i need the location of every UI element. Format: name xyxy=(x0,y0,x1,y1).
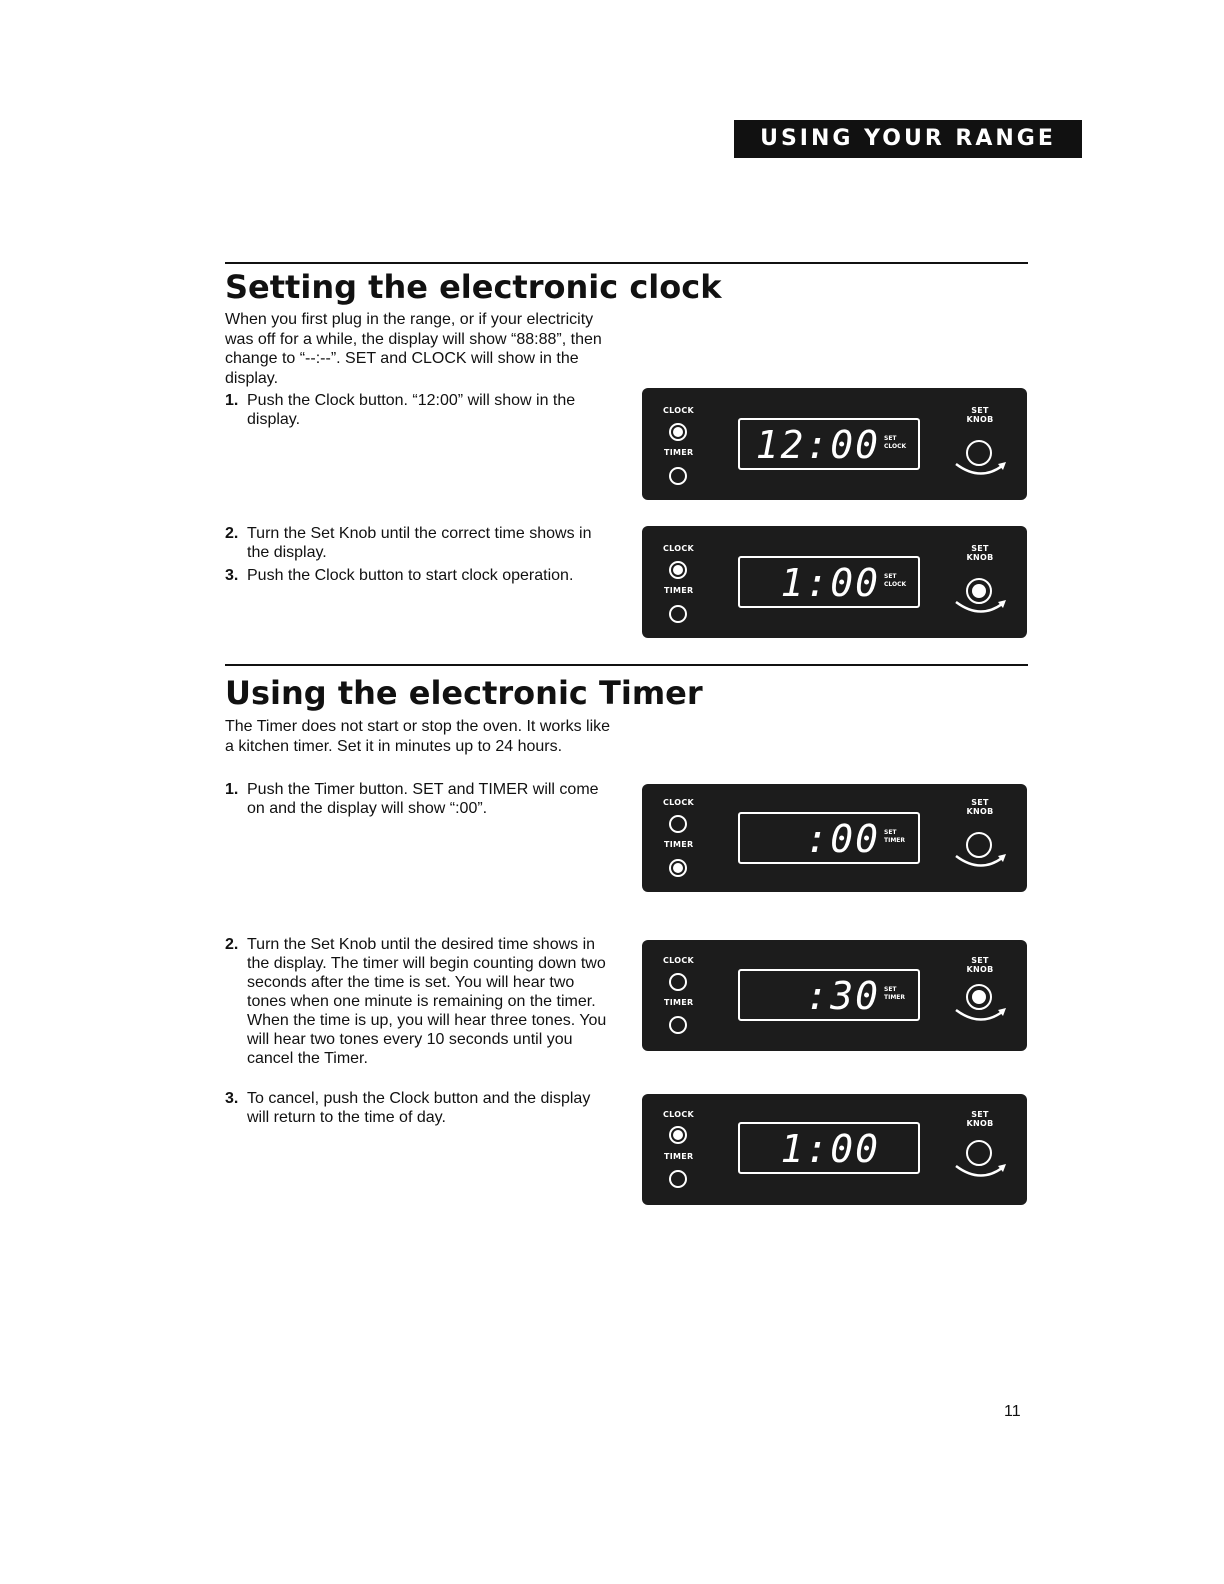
clock-section-title: Setting the electronic clock xyxy=(225,268,722,306)
display-indicator-mode: CLOCK xyxy=(884,581,907,588)
clock-label: CLOCK xyxy=(663,406,695,415)
timer-step-1: 1. Push the Timer button. SET and TIMER … xyxy=(225,780,615,818)
timer-label: TIMER xyxy=(664,1152,694,1161)
clock-button-icon xyxy=(669,1126,687,1144)
timer-label: TIMER xyxy=(664,448,694,457)
clock-button-icon xyxy=(669,561,687,579)
clock-button-icon xyxy=(669,423,687,441)
led-display: 1:00 xyxy=(738,1122,920,1174)
knob-label: KNOB xyxy=(966,553,994,562)
knob-label: KNOB xyxy=(966,965,994,974)
control-panel-illustration: CLOCK TIMER 1:00 SET KNOB xyxy=(642,1094,1027,1205)
led-display: :00 SET TIMER xyxy=(738,812,920,864)
step-text: Turn the Set Knob until the correct time… xyxy=(247,525,592,561)
led-display: 1:00 SET CLOCK xyxy=(738,556,920,608)
led-display: 12:00 SET CLOCK xyxy=(738,418,920,470)
clock-button-icon xyxy=(669,973,687,991)
timer-intro-text: The Timer does not start or stop the ove… xyxy=(225,718,611,755)
control-panel-illustration: CLOCK TIMER :00 SET TIMER SET KNOB xyxy=(642,784,1027,892)
timer-step-2: 2. Turn the Set Knob until the desired t… xyxy=(225,935,615,1068)
step-text: Push the Timer button. SET and TIMER wil… xyxy=(247,781,599,817)
set-label: SET xyxy=(971,798,989,807)
control-panel-illustration: CLOCK TIMER 12:00 SET CLOCK SET KNOB xyxy=(642,388,1027,500)
display-digits: 1:00 xyxy=(780,561,880,605)
clock-label: CLOCK xyxy=(663,544,695,553)
display-digits: :30 xyxy=(805,974,880,1018)
timer-section-title: Using the electronic Timer xyxy=(225,674,703,712)
rotate-arrow-icon xyxy=(955,1008,1006,1021)
clock-label: CLOCK xyxy=(663,956,695,965)
set-knob-icon xyxy=(966,832,992,858)
set-knob-icon xyxy=(966,984,992,1010)
step-text: Push the Clock button to start clock ope… xyxy=(247,567,574,584)
page-number: 11 xyxy=(1004,1403,1021,1420)
clock-intro-text: When you first plug in the range, or if … xyxy=(225,311,602,387)
rotate-arrow-icon xyxy=(955,600,1006,613)
step-text: Push the Clock button. “12:00” will show… xyxy=(247,392,576,428)
clock-label: CLOCK xyxy=(663,798,695,807)
timer-label: TIMER xyxy=(664,840,694,849)
display-indicator-set: SET xyxy=(884,986,897,993)
section-header-tab: USING YOUR RANGE xyxy=(734,120,1082,158)
display-indicator-mode: TIMER xyxy=(884,994,906,1001)
set-label: SET xyxy=(971,544,989,553)
step-number: 2. xyxy=(225,936,239,953)
timer-button-icon xyxy=(669,467,687,485)
timer-step-3: 3. To cancel, push the Clock button and … xyxy=(225,1089,615,1127)
timer-button-icon xyxy=(669,605,687,623)
set-knob-icon xyxy=(966,578,992,604)
set-label: SET xyxy=(971,956,989,965)
clock-step-3: 3. Push the Clock button to start clock … xyxy=(225,566,615,585)
display-indicator-set: SET xyxy=(884,573,897,580)
timer-label: TIMER xyxy=(664,586,694,595)
step-text: To cancel, push the Clock button and the… xyxy=(247,1090,591,1126)
control-panel-illustration: CLOCK TIMER 1:00 SET CLOCK SET KNOB xyxy=(642,526,1027,638)
step-text: Turn the Set Knob until the desired time… xyxy=(247,936,607,1067)
knob-label: KNOB xyxy=(966,1119,994,1128)
set-knob-icon xyxy=(966,1140,992,1166)
knob-label: KNOB xyxy=(966,415,994,424)
step-number: 2. xyxy=(225,525,239,542)
timer-button-icon xyxy=(669,1170,687,1188)
section-divider xyxy=(225,664,1028,666)
set-knob-icon xyxy=(966,440,992,466)
step-number: 3. xyxy=(225,567,239,584)
display-indicator-mode: CLOCK xyxy=(884,443,907,450)
set-label: SET xyxy=(971,1110,989,1119)
display-indicator-set: SET xyxy=(884,829,897,836)
clock-label: CLOCK xyxy=(663,1110,695,1119)
set-label: SET xyxy=(971,406,989,415)
section-divider xyxy=(225,262,1028,264)
step-number: 1. xyxy=(225,781,239,798)
display-indicator-set: SET xyxy=(884,435,897,442)
control-panel-illustration: CLOCK TIMER :30 SET TIMER SET KNOB xyxy=(642,940,1027,1051)
rotate-arrow-icon xyxy=(955,1164,1006,1177)
clock-button-icon xyxy=(669,815,687,833)
timer-label: TIMER xyxy=(664,998,694,1007)
step-number: 3. xyxy=(225,1090,239,1107)
timer-button-icon xyxy=(669,1016,687,1034)
display-digits: :00 xyxy=(805,817,880,861)
display-indicator-mode: TIMER xyxy=(884,837,906,844)
clock-step-1: 1. Push the Clock button. “12:00” will s… xyxy=(225,391,615,429)
rotate-arrow-icon xyxy=(955,854,1006,867)
display-digits: 1:00 xyxy=(780,1127,880,1171)
display-digits: 12:00 xyxy=(755,423,880,467)
clock-step-2: 2. Turn the Set Knob until the correct t… xyxy=(225,524,615,562)
timer-button-icon xyxy=(669,859,687,877)
led-display: :30 SET TIMER xyxy=(738,969,920,1021)
knob-label: KNOB xyxy=(966,807,994,816)
step-number: 1. xyxy=(225,392,239,409)
rotate-arrow-icon xyxy=(955,462,1006,475)
